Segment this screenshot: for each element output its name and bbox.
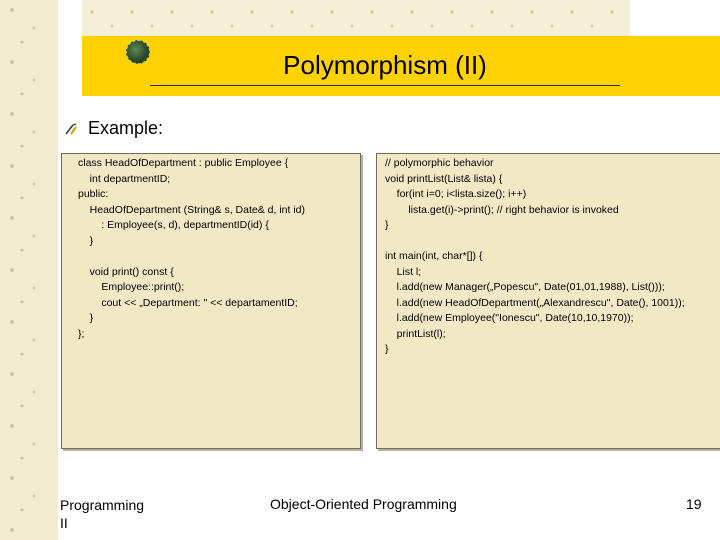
code-line: l.add(new Employee("Ionescu", Date(10,10… <box>385 312 634 324</box>
code-line: l.add(new Manager(„Popescu", Date(01,01,… <box>385 281 665 293</box>
code-box-right: // polymorphic behavior void printList(L… <box>376 153 720 449</box>
code-line: Employee::print(); <box>78 281 185 293</box>
code-line: }; <box>78 327 85 340</box>
top-texture-band <box>82 0 630 36</box>
footer-course: Programming II <box>60 496 144 532</box>
title-orb-icon <box>126 40 150 64</box>
code-line: } <box>78 312 94 324</box>
code-line: int main(int, char*[]) { <box>385 250 483 262</box>
code-line: for(int i=0; i<lista.size(); i++) <box>385 188 527 200</box>
code-line: l.add(new HeadOfDepartment(„Alexandrescu… <box>385 296 685 309</box>
code-line: cout << „Department: " << departamentID; <box>78 296 298 309</box>
left-texture-strip <box>0 0 58 540</box>
title-bar <box>82 36 720 96</box>
code-line: class HeadOfDepartment : public Employee… <box>78 157 289 169</box>
code-line: // polymorphic behavior <box>385 157 494 169</box>
code-line: } <box>385 343 389 355</box>
footer-course-line1: Programming <box>60 497 145 513</box>
code-line: lista.get(i)->print(); // right behavior… <box>385 203 619 216</box>
code-line: : Employee(s, d), departmentID(id) { <box>78 219 269 231</box>
code-line: List l; <box>385 265 422 278</box>
code-line: } <box>78 234 94 247</box>
footer-title: Object-Oriented Programming <box>270 496 457 512</box>
bullet-leaf-icon <box>65 123 77 135</box>
footer-course-line2: II <box>60 515 68 531</box>
code-line: } <box>385 219 389 231</box>
code-line: int departmentID; <box>78 172 171 185</box>
code-line: void print() const { <box>78 265 174 278</box>
code-line <box>78 249 360 265</box>
page-number: 19 <box>686 496 702 512</box>
code-line: HeadOfDepartment (String& s, Date& d, in… <box>78 203 306 216</box>
code-line <box>385 234 720 250</box>
code-box-left: class HeadOfDepartment : public Employee… <box>61 153 361 449</box>
code-line: void printList(List& lista) { <box>385 172 503 185</box>
slide-title: Polymorphism (II) <box>150 50 620 86</box>
bullet-text: Example: <box>88 118 164 138</box>
code-line: printList(l); <box>385 327 446 340</box>
code-line: public: <box>78 188 109 200</box>
